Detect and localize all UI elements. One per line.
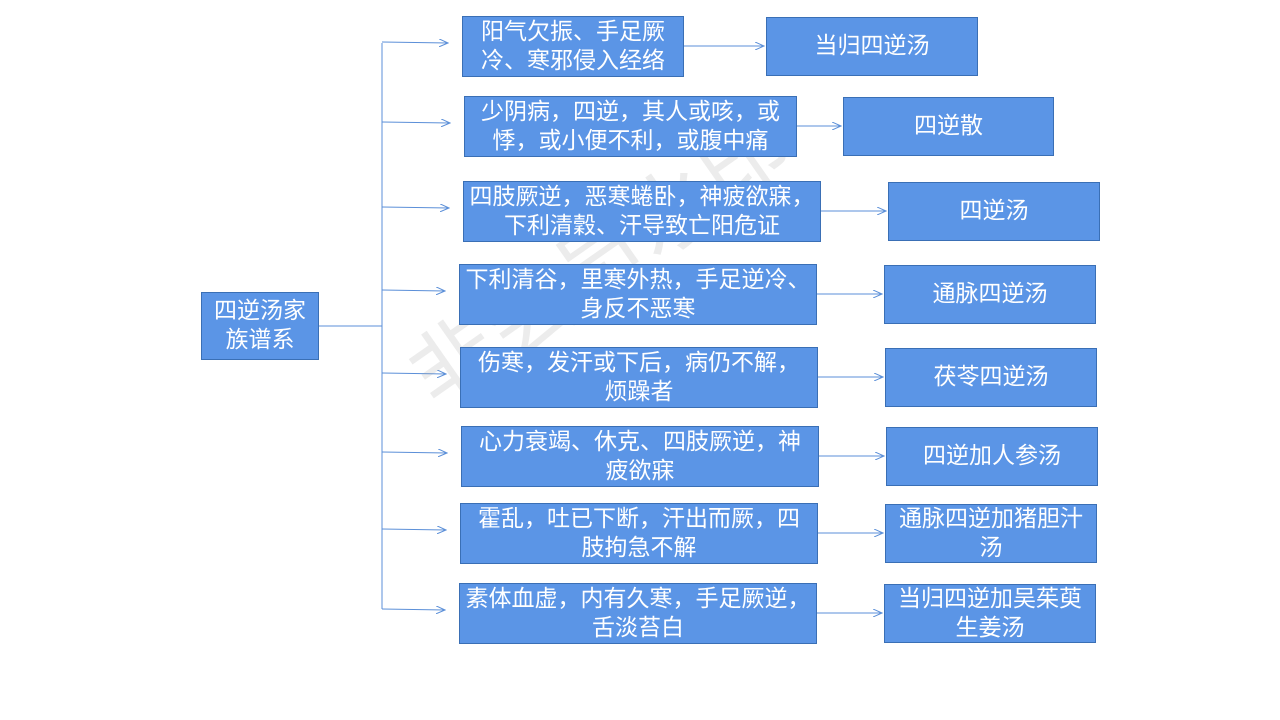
condition-text: 少阴病，四逆，其人或咳，或 悸，或小便不利，或腹中痛 — [481, 98, 780, 154]
formula-box-4: 通脉四逆汤 — [884, 265, 1096, 324]
condition-text: 霍乱，吐已下断，汗出而厥，四 肢拘急不解 — [478, 505, 800, 561]
condition-text: 四肢厥逆，恶寒蜷卧，神疲欲寐， 下利清穀、汗导致亡阳危证 — [469, 183, 815, 239]
formula-box-1: 当归四逆汤 — [766, 17, 978, 76]
condition-box-4: 下利清谷，里寒外热，手足逆冷、 身反不恶寒 — [459, 264, 817, 325]
formula-text: 茯苓四逆汤 — [933, 364, 1049, 390]
condition-text: 下利清谷，里寒外热，手足逆冷、 身反不恶寒 — [465, 266, 811, 322]
branch-arrow-7 — [381, 529, 446, 530]
formula-text: 四逆散 — [914, 113, 983, 139]
formula-text: 当归四逆加吴茱萸 生姜汤 — [898, 585, 1082, 641]
condition-text: 心力衰竭、休克、四肢厥逆，神 疲欲寐 — [479, 428, 801, 484]
condition-box-8: 素体血虚，内有久寒，手足厥逆， 舌淡苔白 — [459, 583, 817, 644]
formula-box-8: 当归四逆加吴茱萸 生姜汤 — [884, 584, 1096, 643]
branch-arrow-5 — [381, 373, 446, 374]
formula-text: 通脉四逆汤 — [932, 281, 1048, 307]
condition-text: 伤寒，发汗或下后，病仍不解， 烦躁者 — [478, 349, 800, 405]
formula-box-2: 四逆散 — [843, 97, 1054, 156]
condition-box-3: 四肢厥逆，恶寒蜷卧，神疲欲寐， 下利清穀、汗导致亡阳危证 — [463, 181, 821, 242]
condition-box-7: 霍乱，吐已下断，汗出而厥，四 肢拘急不解 — [460, 503, 818, 564]
root-node: 四逆汤家 族谱系 — [201, 292, 319, 360]
root-node-label: 四逆汤家 族谱系 — [214, 298, 306, 353]
branch-arrow-3 — [381, 207, 449, 208]
branch-arrow-6 — [381, 452, 447, 453]
condition-text: 阳气欠振、手足厥 冷、寒邪侵入经络 — [481, 18, 665, 74]
condition-box-5: 伤寒，发汗或下后，病仍不解， 烦躁者 — [460, 347, 818, 408]
formula-text: 通脉四逆加猪胆汁 汤 — [899, 505, 1083, 561]
formula-box-3: 四逆汤 — [888, 182, 1100, 241]
branch-arrow-2 — [381, 122, 450, 123]
condition-box-1: 阳气欠振、手足厥 冷、寒邪侵入经络 — [462, 16, 684, 77]
formula-box-5: 茯苓四逆汤 — [885, 348, 1097, 407]
branch-arrow-4 — [381, 290, 445, 291]
condition-box-2: 少阴病，四逆，其人或咳，或 悸，或小便不利，或腹中痛 — [464, 96, 797, 157]
formula-text: 四逆加人参汤 — [923, 443, 1061, 469]
formula-text: 当归四逆汤 — [814, 33, 930, 59]
condition-text: 素体血虚，内有久寒，手足厥逆， 舌淡苔白 — [465, 585, 811, 641]
condition-box-6: 心力衰竭、休克、四肢厥逆，神 疲欲寐 — [461, 426, 819, 487]
formula-box-7: 通脉四逆加猪胆汁 汤 — [885, 504, 1097, 563]
branch-arrow-1 — [381, 42, 448, 43]
formula-text: 四逆汤 — [959, 198, 1029, 224]
formula-box-6: 四逆加人参汤 — [886, 427, 1098, 486]
branch-arrow-8 — [381, 609, 445, 610]
